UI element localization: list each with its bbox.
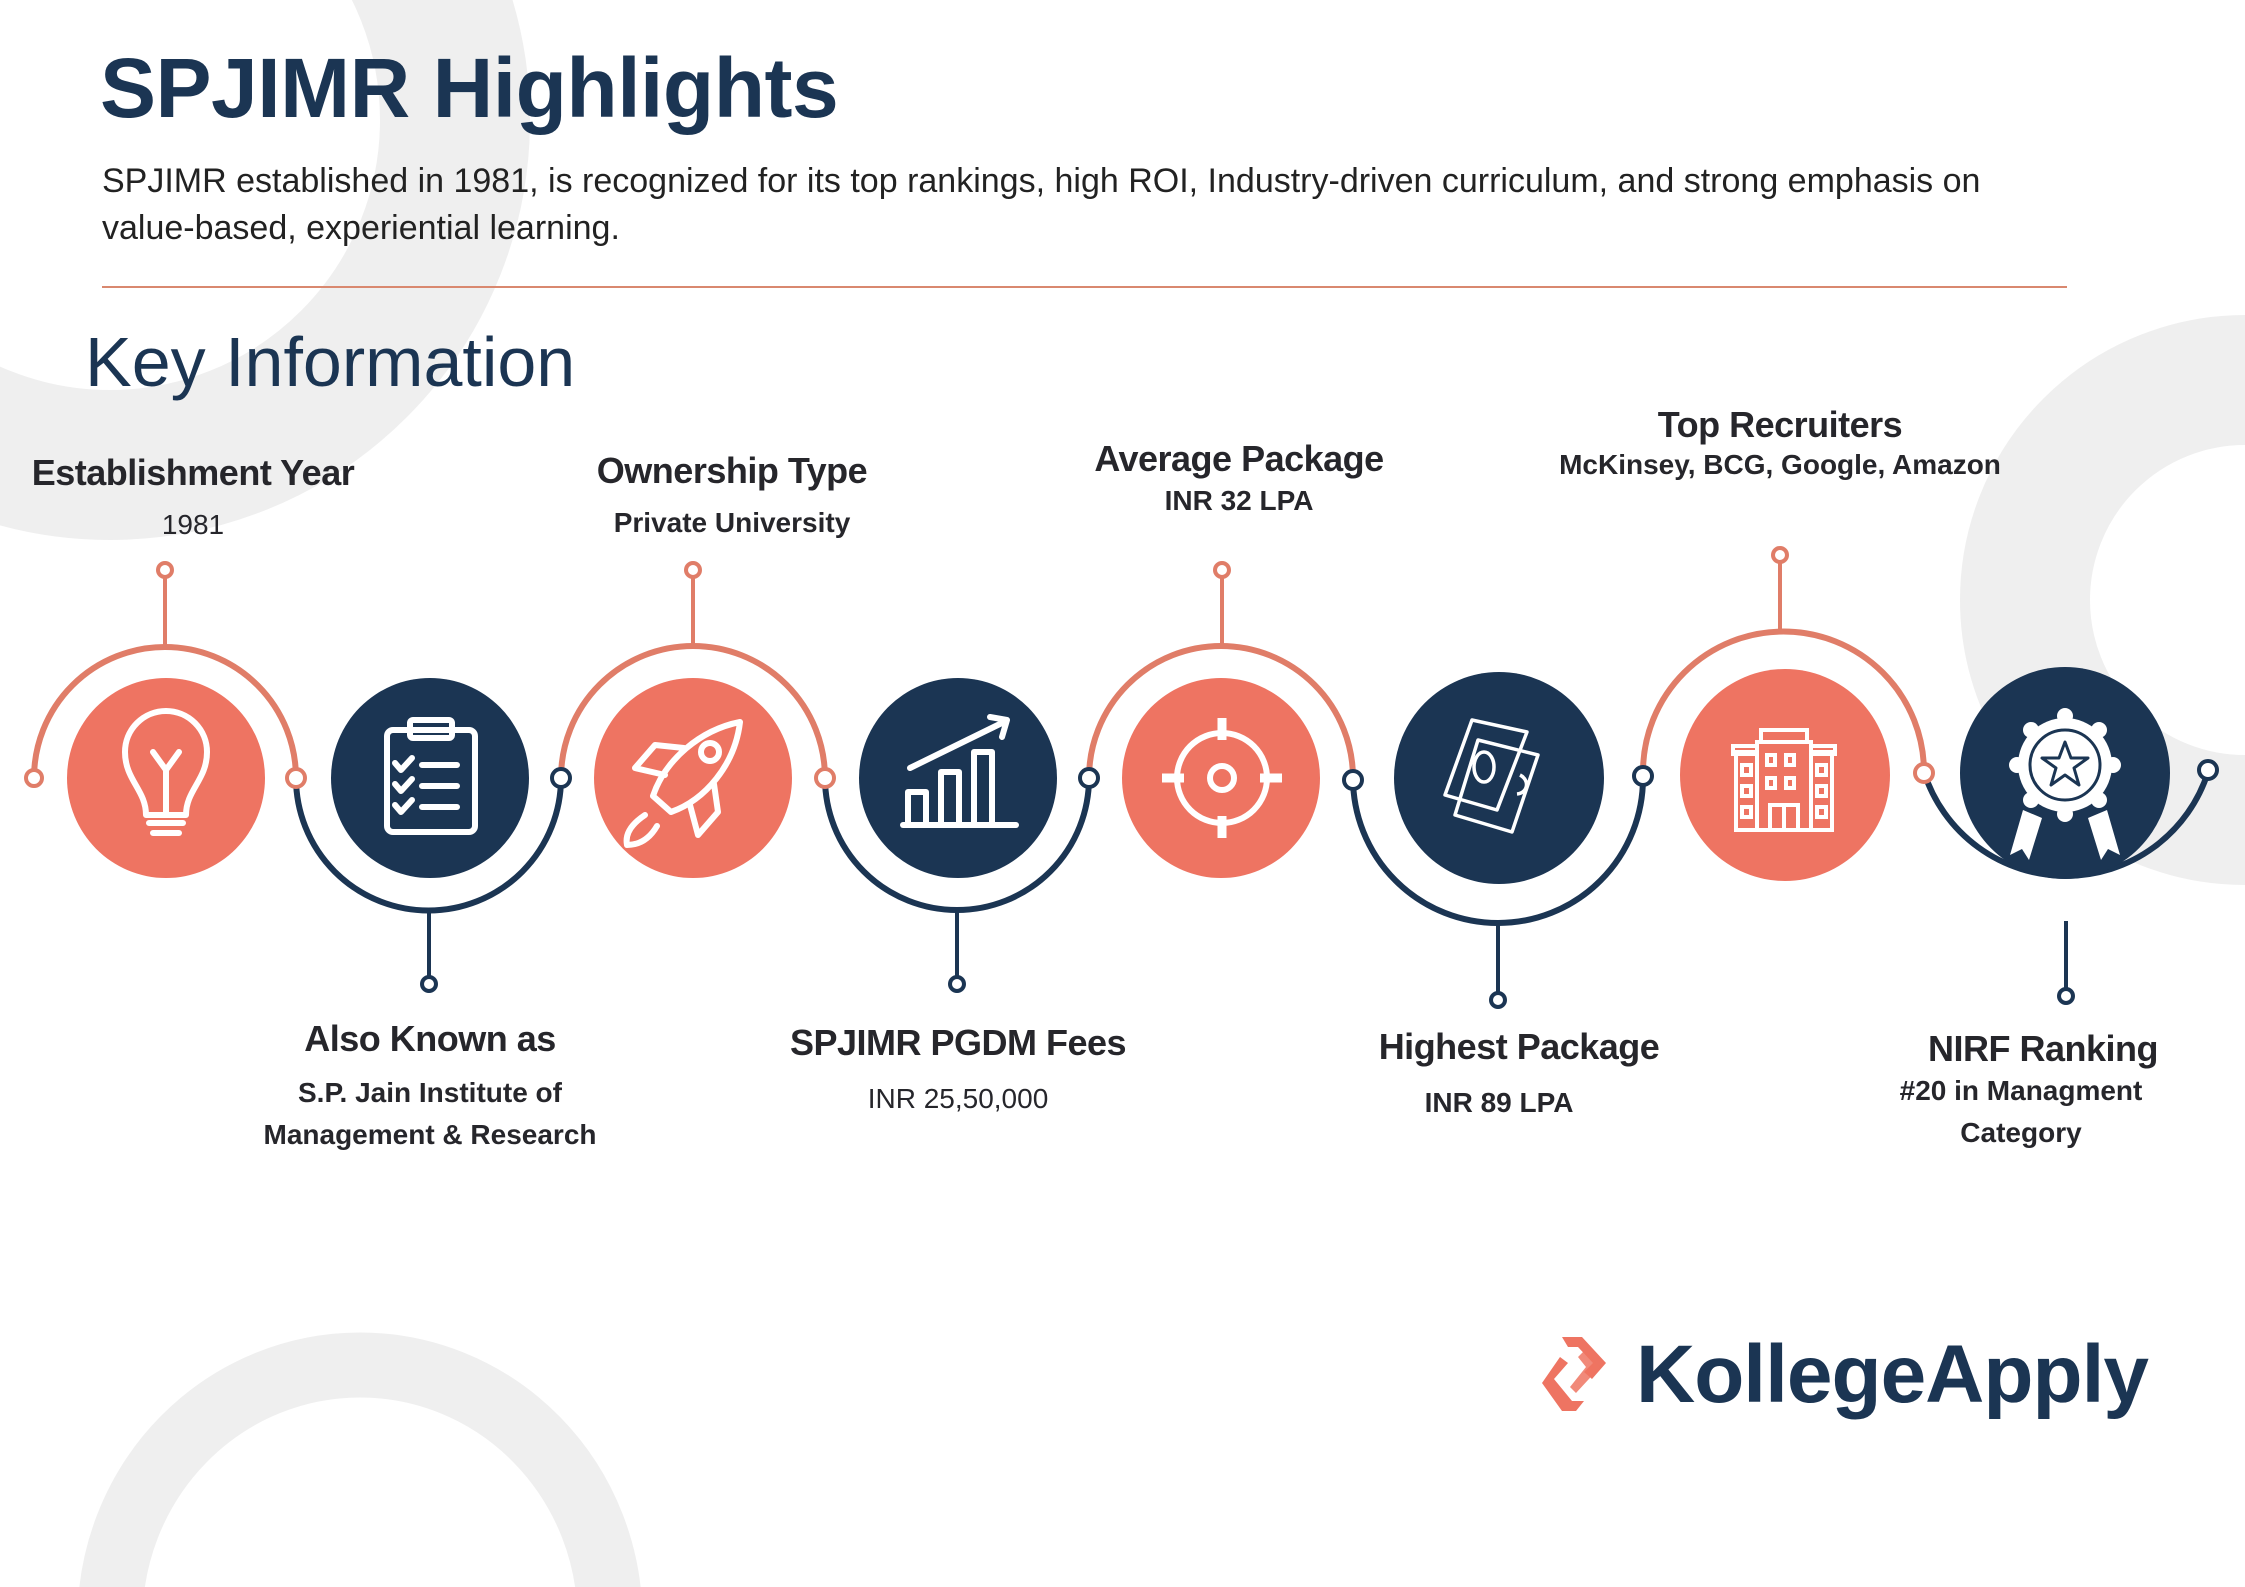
info-label: SPJIMR PGDM Fees — [789, 1022, 1127, 1063]
icon-circle-also-known — [331, 678, 529, 878]
icon-circle-ownership — [594, 678, 792, 878]
icon-circle-highest — [1394, 672, 1604, 884]
award-badge-icon — [2009, 708, 2121, 860]
icon-circle-establishment — [67, 678, 265, 878]
info-value-line2: Management & Research — [263, 1119, 597, 1150]
brand-name: KollegeApply — [1636, 1329, 2149, 1420]
info-label: Ownership Type — [596, 450, 868, 491]
info-label: Highest Package — [1378, 1026, 1660, 1067]
info-establishment-year: Establishment Year 1981 — [32, 452, 355, 546]
info-value: McKinsey, BCG, Google, Amazon — [1559, 449, 2001, 480]
lightbulb-icon — [122, 708, 210, 836]
brand-logo: KollegeApply — [1540, 1328, 2149, 1422]
page-description: SPJIMR established in 1981, is recognize… — [102, 162, 1981, 247]
info-also-known-as: Also Known as S.P. Jain Institute of Man… — [263, 1018, 596, 1156]
icon-circle-nirf — [1960, 667, 2170, 879]
money-bills-icon — [1443, 718, 1540, 834]
info-pgdm-fees: SPJIMR PGDM Fees INR 25,50,000 — [789, 1022, 1127, 1120]
info-ownership-type: Ownership Type Private University — [596, 450, 868, 544]
icon-circle-average — [1122, 678, 1320, 878]
info-label: Top Recruiters — [1657, 404, 1903, 445]
page-title: SPJIMR Highlights — [100, 41, 839, 135]
kollegeapply-chevron-icon — [1542, 1337, 1606, 1411]
info-value: INR 25,50,000 — [867, 1083, 1049, 1114]
info-value: INR 32 LPA — [1164, 485, 1314, 516]
bg-arc-right — [1960, 315, 2245, 885]
office-building-icon — [1731, 728, 1837, 832]
icon-circle-recruiters — [1680, 669, 1890, 881]
info-nirf-ranking: NIRF Ranking #20 in Managment Category — [1900, 1028, 2159, 1154]
header-divider — [102, 286, 2067, 288]
info-top-recruiters: Top Recruiters McKinsey, BCG, Google, Am… — [1559, 404, 2001, 486]
section-title: Key Information — [85, 323, 576, 401]
info-value: 1981 — [161, 509, 225, 540]
info-label: NIRF Ranking — [1927, 1028, 2159, 1069]
growth-chart-icon — [900, 714, 1019, 828]
arc-recruiters — [1640, 628, 1927, 773]
info-value-line2: Category — [1960, 1117, 2082, 1148]
rocket-icon — [623, 719, 743, 848]
icon-circle-fees — [859, 678, 1057, 878]
info-value: INR 89 LPA — [1424, 1087, 1574, 1118]
info-highest-package: Highest Package INR 89 LPA — [1379, 1026, 1660, 1124]
bg-arc-bottom-left — [79, 1332, 641, 1587]
info-value: Private University — [613, 507, 851, 538]
clipboard-checklist-icon — [384, 717, 478, 835]
info-label: Establishment Year — [31, 452, 355, 493]
info-average-package: Average Package INR 32 LPA — [1094, 438, 1384, 522]
info-value-line1: S.P. Jain Institute of — [298, 1077, 562, 1108]
info-label: Also Known as — [304, 1018, 556, 1059]
info-value-line1: #20 in Managment — [1899, 1075, 2143, 1106]
bg-arc-top-left — [0, 0, 530, 540]
target-icon — [1162, 718, 1282, 838]
info-label: Average Package — [1094, 438, 1384, 479]
